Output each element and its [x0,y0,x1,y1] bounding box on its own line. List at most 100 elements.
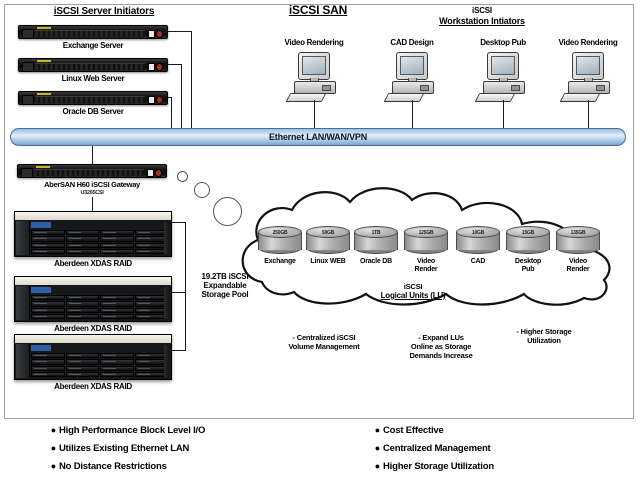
lu-name-5: Desktop Pub [500,258,556,274]
bracket-arm-mid [172,292,186,293]
array-label-2: Aberdeen XDAS RAID [54,324,132,333]
logical-unit-1[interactable]: 50GB Linux WEB [306,226,350,265]
benefit-item: ● Utilizes Existing Ethernet LAN [48,442,205,455]
logical-unit-3[interactable]: 125GB Video Render [404,226,448,273]
lu-name-6-line-1: Video [569,258,587,265]
screen [576,56,600,75]
bracket-spine [185,222,186,351]
workstation-cad-design[interactable] [383,52,438,102]
screen [400,56,424,75]
lu-capacity-0: 250GB [272,229,288,236]
benefits-column-left: ● High Performance Block Level I/O ● Uti… [48,424,206,478]
keyboard-icon [285,93,327,102]
disk-cylinder-icon: 250GB [258,226,302,256]
workstation-label-2: Desktop Pub [480,38,526,47]
server-bezel-stripe [37,93,51,95]
server-status-led [148,96,155,104]
lu-capacity-1: 50GB [321,229,335,236]
connector-lan-gateway [92,146,93,164]
benefit-label-left-1: Utilizes Existing Ethernet LAN [59,443,190,454]
server-label-linux-web: Linux Web Server [61,74,125,83]
cloud-note-0-line-1: - Centralized iSCSI [292,333,356,342]
screen [302,56,326,75]
array-side-panel [164,345,170,377]
server-bezel-stripe [36,166,50,168]
disk-cylinder-icon: 50GB [306,226,350,256]
server-oracle-db[interactable] [18,91,168,105]
array-brand-badge [31,287,51,293]
connector-ws1 [412,100,413,128]
lu-capacity-3: 125GB [418,229,434,236]
server-power-led [156,30,163,38]
ethernet-network-bar: Ethernet LAN/WAN/VPN [10,128,626,146]
storage-array-3[interactable] [14,334,172,380]
server-label-oracle-db: Oracle DB Server [62,107,124,116]
page-title: iSCSI SAN [288,3,348,17]
logical-unit-5[interactable]: 15GB Desktop Pub [506,226,550,273]
workstation-desktop-pub[interactable] [474,52,529,102]
logical-unit-0[interactable]: 250GB Exchange [258,226,302,265]
server-label-exchange: Exchange Server [62,41,124,50]
connector-exchange-h [168,31,192,32]
connector-oracle-v [171,97,172,128]
lu-name-3-line-2: Render [414,266,438,273]
logical-unit-6[interactable]: 135GB Video Render [556,226,600,273]
bullet-icon: ● [374,461,381,471]
bracket-arm-bottom [172,350,186,351]
array-side-panel [164,222,170,254]
cloud-note-1-line-3: Demands Increase [409,351,473,360]
array-label-3: Aberdeen XDAS RAID [54,382,132,391]
lu-name-3: Video Render [398,258,454,274]
array-drive-bays [31,295,168,319]
storage-array-2[interactable] [14,276,172,322]
benefits-section: ● High Performance Block Level I/O ● Uti… [0,424,640,483]
bullet-icon: ● [374,425,381,435]
server-linux-web[interactable] [18,58,168,72]
disk-cylinder-icon: 15GB [506,226,550,256]
connector-gateway-array [92,197,93,211]
monitor-icon [396,52,428,80]
lu-capacity-2: 1TB [371,229,381,236]
disk-cylinder-icon: 10GB [456,226,500,256]
connector-ws3 [588,100,589,128]
lu-capacity-6: 135GB [570,229,586,236]
storage-pool-line-1: 19.2TB iSCSI [201,272,249,281]
flow-bubble-small [177,171,188,182]
screen [491,56,515,75]
server-status-led [147,169,154,177]
lu-name-2: Oracle DB [359,258,393,265]
connector-ws0 [314,100,315,128]
disk-cylinder-icon: 135GB [556,226,600,256]
connector-linux-v [181,64,182,128]
logical-unit-2[interactable]: 1TB Oracle DB [354,226,398,265]
storage-pool-line-2: Expandable [203,281,247,290]
server-power-led [155,169,162,177]
server-status-led [148,30,155,38]
lu-title-line1: iSCSI [403,282,423,291]
lu-name-5-line-1: Desktop [514,258,542,265]
lu-name-4: CAD [470,258,486,265]
gateway-appliance[interactable] [17,164,167,178]
connector-ws2 [503,100,504,128]
storage-pool-label: 19.2TB iSCSI Expandable Storage Pool [186,272,264,299]
server-exchange[interactable] [18,25,168,39]
array-side-panel [164,287,170,319]
logical-unit-4[interactable]: 10GB CAD [456,226,500,265]
workstation-label-3: Video Rendering [558,38,618,47]
keyboard-icon [559,93,601,102]
lu-name-3-line-1: Video [417,258,435,265]
benefit-item: ● Cost Effective [372,424,494,437]
workstation-video-rendering-2[interactable] [559,52,614,102]
workstation-title-line2: Workstation Intiators [439,16,525,26]
storage-pool-line-3: Storage Pool [201,290,249,299]
server-status-led [148,63,155,71]
connector-oracle-h [168,97,172,98]
server-bezel-stripe [37,60,51,62]
benefit-item: ● High Performance Block Level I/O [48,424,206,437]
bullet-icon: ● [50,461,57,471]
workstation-label-1: CAD Design [390,38,434,47]
storage-array-1[interactable] [14,211,172,257]
disk-cylinder-icon: 1TB [354,226,398,256]
workstation-video-rendering-1[interactable] [285,52,340,102]
